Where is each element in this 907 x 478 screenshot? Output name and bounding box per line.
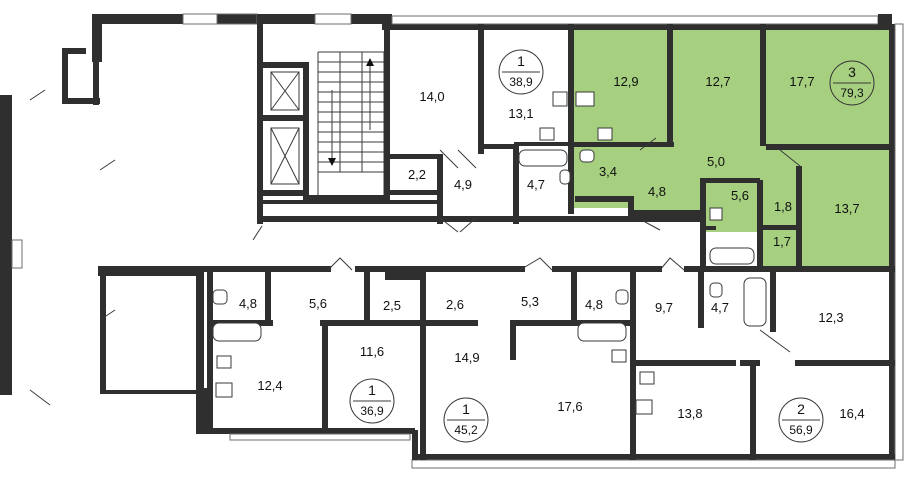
apartment-rooms: 1	[368, 382, 376, 398]
room-area: 1,8	[774, 199, 792, 214]
apartment-rooms: 3	[848, 64, 856, 80]
apartment-rooms: 1	[517, 53, 525, 69]
outer-walls	[0, 13, 904, 469]
room-area: 11,6	[360, 344, 384, 359]
apartment-total: 79,3	[840, 86, 864, 100]
room-labels: 14,0 13,1 2,2 4,9 4,7 12,9 12,7 17,7 3,4…	[239, 74, 865, 421]
room-area: 16,4	[839, 406, 864, 421]
room-area: 4,7	[527, 177, 545, 192]
interior-walls-upper	[257, 24, 895, 272]
apartment-badge[interactable]: 1 45,2	[443, 397, 489, 443]
stair-core	[257, 24, 390, 224]
apartment-badge[interactable]: 3 79,3	[829, 60, 875, 106]
room-area: 2,6	[446, 297, 464, 312]
room-area: 3,4	[599, 164, 617, 179]
apartment-badges[interactable]: 1 38,9 3 79,3 1 36,9 1 45,2 2 56,9	[349, 49, 875, 443]
room-area: 5,6	[309, 296, 327, 311]
room-area: 4,8	[239, 296, 257, 311]
fixtures	[212, 91, 767, 415]
room-area: 2,5	[383, 298, 401, 313]
room-area: 17,6	[557, 399, 582, 414]
room-area: 9,7	[655, 300, 673, 315]
room-area: 12,9	[613, 74, 638, 89]
apartment-total: 36,9	[360, 404, 384, 418]
room-area: 5,3	[521, 294, 539, 309]
room-area: 2,2	[408, 167, 426, 182]
room-area: 12,7	[705, 74, 730, 89]
room-area: 12,3	[818, 310, 843, 325]
apartment-badge[interactable]: 1 36,9	[349, 378, 395, 424]
apartment-total: 38,9	[509, 75, 533, 89]
room-area: 13,1	[508, 106, 533, 121]
room-area: 14,0	[419, 89, 444, 104]
apartment-rooms: 2	[797, 401, 805, 417]
room-area: 17,7	[789, 74, 814, 89]
apartment-badge[interactable]: 1 38,9	[498, 49, 544, 95]
room-area: 5,0	[707, 154, 725, 169]
room-area: 4,9	[454, 177, 472, 192]
doors	[29, 89, 801, 406]
room-area: 12,4	[257, 378, 282, 393]
apartment-total: 45,2	[454, 423, 478, 437]
room-area: 4,8	[585, 297, 603, 312]
room-area: 13,8	[677, 406, 702, 421]
apartment-total: 56,9	[789, 423, 813, 437]
room-area: 14,9	[454, 350, 479, 365]
room-area: 13,7	[834, 201, 859, 216]
apartment-badge[interactable]: 2 56,9	[778, 397, 824, 443]
room-area: 5,6	[731, 188, 749, 203]
room-area: 1,7	[773, 234, 791, 249]
apartment-rooms: 1	[462, 401, 470, 417]
highlighted-apartment[interactable]	[574, 28, 892, 270]
room-area: 4,8	[648, 184, 666, 199]
room-area: 4,7	[711, 300, 729, 315]
